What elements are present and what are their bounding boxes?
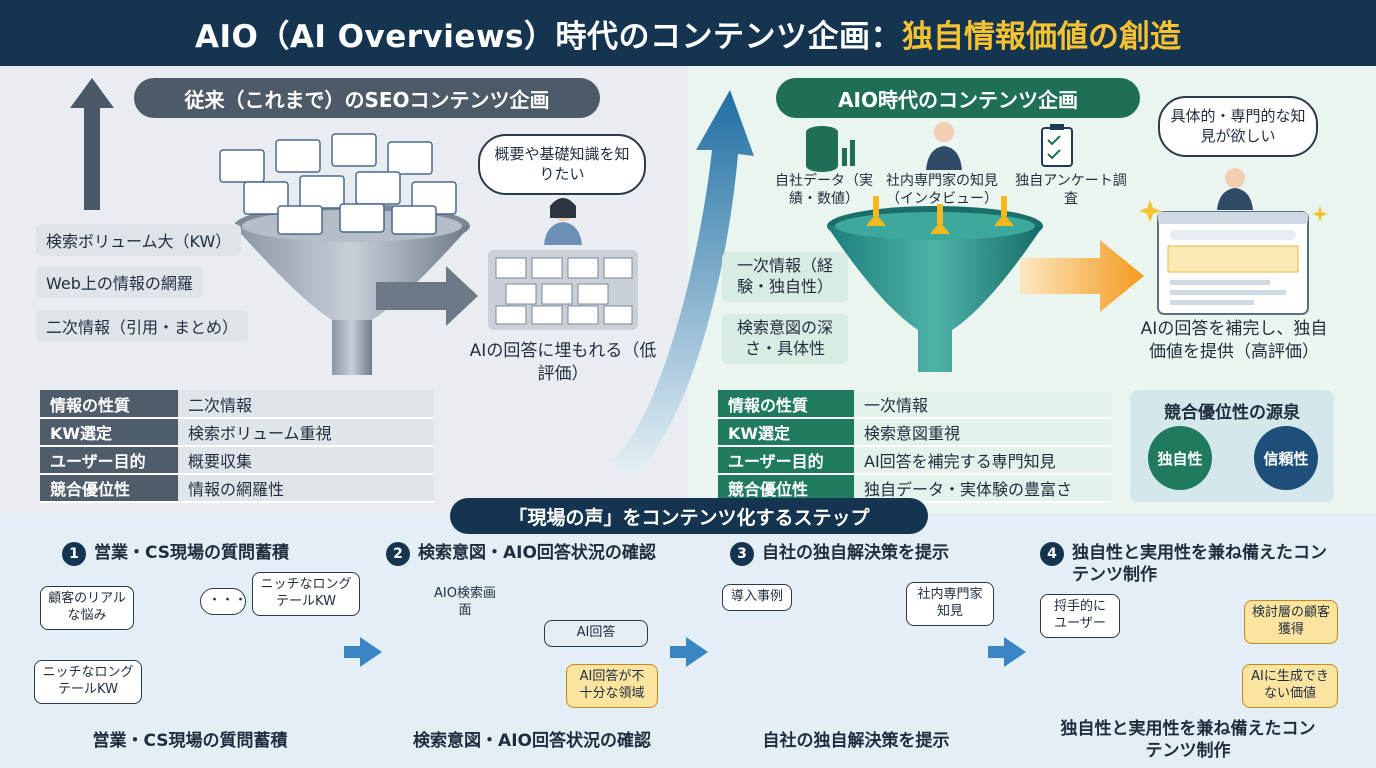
attr-key: 情報の性質: [40, 390, 178, 419]
result-high-value: AIの回答を補完し、独自価値を提供（高評価）: [1140, 319, 1328, 362]
attr-value: 概要収集: [178, 446, 434, 475]
step-arrow-1-icon: [360, 637, 382, 667]
attr-key: ユーザー目的: [40, 446, 178, 475]
input-web-coverage: Web上の情報の網羅: [36, 266, 203, 298]
input-primary-info: 一次情報（経験・独自性）: [722, 252, 848, 302]
step-2-heading: 2 検索意図・AIO回答状況の確認: [386, 542, 706, 566]
source-company-data: 自社データ（実績・数値）: [775, 173, 873, 208]
step-arrow-3-icon: [1004, 637, 1026, 667]
ai-uncreatable-value-label: AIに生成できない価値: [1242, 664, 1338, 708]
ai-answer-label: AI回答: [544, 620, 648, 647]
attr-key: ユーザー目的: [718, 446, 854, 475]
step-number: 3: [730, 542, 754, 566]
step-1-heading: 1 営業・CS現場の質問蓄積: [62, 542, 342, 566]
step-4-footer: 独自性と実用性を兼ね備えたコンテンツ制作: [1060, 719, 1316, 762]
step-number: 2: [386, 542, 410, 566]
old-attributes-table: 情報の性質 二次情報 KW選定 検索ボリューム重視 ユーザー目的 概要収集 競合…: [40, 390, 434, 503]
attr-key: 競合優位性: [40, 474, 178, 503]
step-arrow-3-bar: [988, 646, 1006, 658]
header-banner: AIO（AI Overviews）時代のコンテンツ企画： 独自情報価値の創造: [0, 0, 1376, 66]
step-1-footer: 営業・CS現場の質問蓄積: [92, 731, 288, 751]
step-4-heading: 4 独自性と実用性を兼ね備えたコンテンツ制作: [1040, 542, 1340, 586]
table-row: ユーザー目的 概要収集: [40, 446, 434, 475]
reliability-circle: 信頼性: [1254, 426, 1318, 490]
input-secondary-info: 二次情報（引用・まとめ）: [36, 310, 249, 342]
user-label: 捋手的にユーザー: [1040, 594, 1120, 638]
step-3-heading: 3 自社の独自解決策を提示: [730, 542, 1000, 566]
originality-circle: 独自性: [1148, 426, 1212, 490]
result-buried: AIの回答に埋もれる（低評価）: [469, 341, 657, 384]
steps-banner: 「現場の声」をコンテンツ化するステップ: [450, 498, 928, 534]
source-expert-knowledge: 社内専門家の知見（インタビュー）: [886, 173, 998, 208]
thought-basic-knowledge: 概要や基礎知識を知りたい: [478, 134, 646, 195]
expert-knowledge-label: 社内専門家知見: [906, 582, 994, 626]
table-row: 情報の性質 一次情報: [718, 390, 1112, 419]
advantage-box: 競合優位性の源泉 独自性 信頼性: [1130, 390, 1334, 502]
attr-value: 情報の網羅性: [178, 474, 434, 503]
table-row: 情報の性質 二次情報: [40, 390, 434, 419]
bubble-niche-kw-bottom: ニッチなロングテールKW: [34, 660, 142, 704]
attr-value: 独自データ・実体験の豊富さ: [854, 474, 1112, 503]
input-search-intent: 検索意図の深さ・具体性: [722, 314, 848, 364]
step-3-footer: 自社の独自解決策を提示: [762, 731, 950, 751]
step-title: 独自性と実用性を兼ね備えたコンテンツ制作: [1072, 543, 1327, 586]
step-title: 検索意図・AIO回答状況の確認: [418, 543, 656, 563]
ai-gap-label: AI回答が不十分な領域: [566, 664, 658, 708]
attr-key: 情報の性質: [718, 390, 854, 419]
source-original-survey: 独自アンケート調査: [1015, 173, 1127, 208]
attr-value: 検索ボリューム重視: [178, 418, 434, 447]
attr-key: KW選定: [40, 418, 178, 447]
case-study-label: 導入事例: [722, 584, 792, 611]
attr-value: 検索意図重視: [854, 418, 1112, 447]
attr-key: KW選定: [718, 418, 854, 447]
input-search-volume: 検索ボリューム大（KW）: [36, 224, 242, 256]
step-title: 自社の独自解決策を提示: [762, 543, 949, 563]
old-seo-heading: 従来（これまで）のSEOコンテンツ企画: [134, 78, 600, 118]
page-title: AIO（AI Overviews）時代のコンテンツ企画：: [194, 18, 903, 55]
advantage-title: 競合優位性の源泉: [1164, 403, 1300, 423]
table-row: ユーザー目的 AI回答を補完する専門知見: [718, 446, 1112, 475]
aio-attributes-table: 情報の性質 一次情報 KW選定 検索意図重視 ユーザー目的 AI回答を補完する専…: [718, 390, 1112, 503]
table-row: 競合優位性 情報の網羅性: [40, 474, 434, 503]
attr-value: 一次情報: [854, 390, 1112, 419]
step-2-footer: 検索意図・AIO回答状況の確認: [413, 731, 651, 751]
page-title-accent: 独自情報価値の創造: [902, 18, 1182, 55]
attr-value: AI回答を補完する専門知見: [854, 446, 1112, 475]
step-number: 4: [1040, 542, 1064, 566]
aio-heading: AIO時代のコンテンツ企画: [776, 78, 1140, 118]
table-row: KW選定 検索意図重視: [718, 418, 1112, 447]
lead-acquisition-label: 検討層の顧客獲得: [1244, 600, 1338, 644]
step-arrow-2-icon: [686, 637, 708, 667]
step-title: 営業・CS現場の質問蓄積: [94, 543, 290, 563]
attr-value: 二次情報: [178, 390, 434, 419]
table-row: KW選定 検索ボリューム重視: [40, 418, 434, 447]
aio-screen-label: AIO検索画面: [434, 586, 496, 618]
step-arrow-2-bar: [670, 646, 688, 658]
step-arrow-1-bar: [344, 646, 362, 658]
bubble-niche-kw-top: ニッチなロングテールKW: [252, 572, 360, 616]
bubble-ellipsis: ・・・: [200, 588, 247, 615]
bubble-customer-pain: 顧客のリアルな悩み: [40, 586, 134, 630]
step-number: 1: [62, 542, 86, 566]
thought-expert-knowledge: 具体的・専門的な知見が欲しい: [1158, 96, 1318, 157]
